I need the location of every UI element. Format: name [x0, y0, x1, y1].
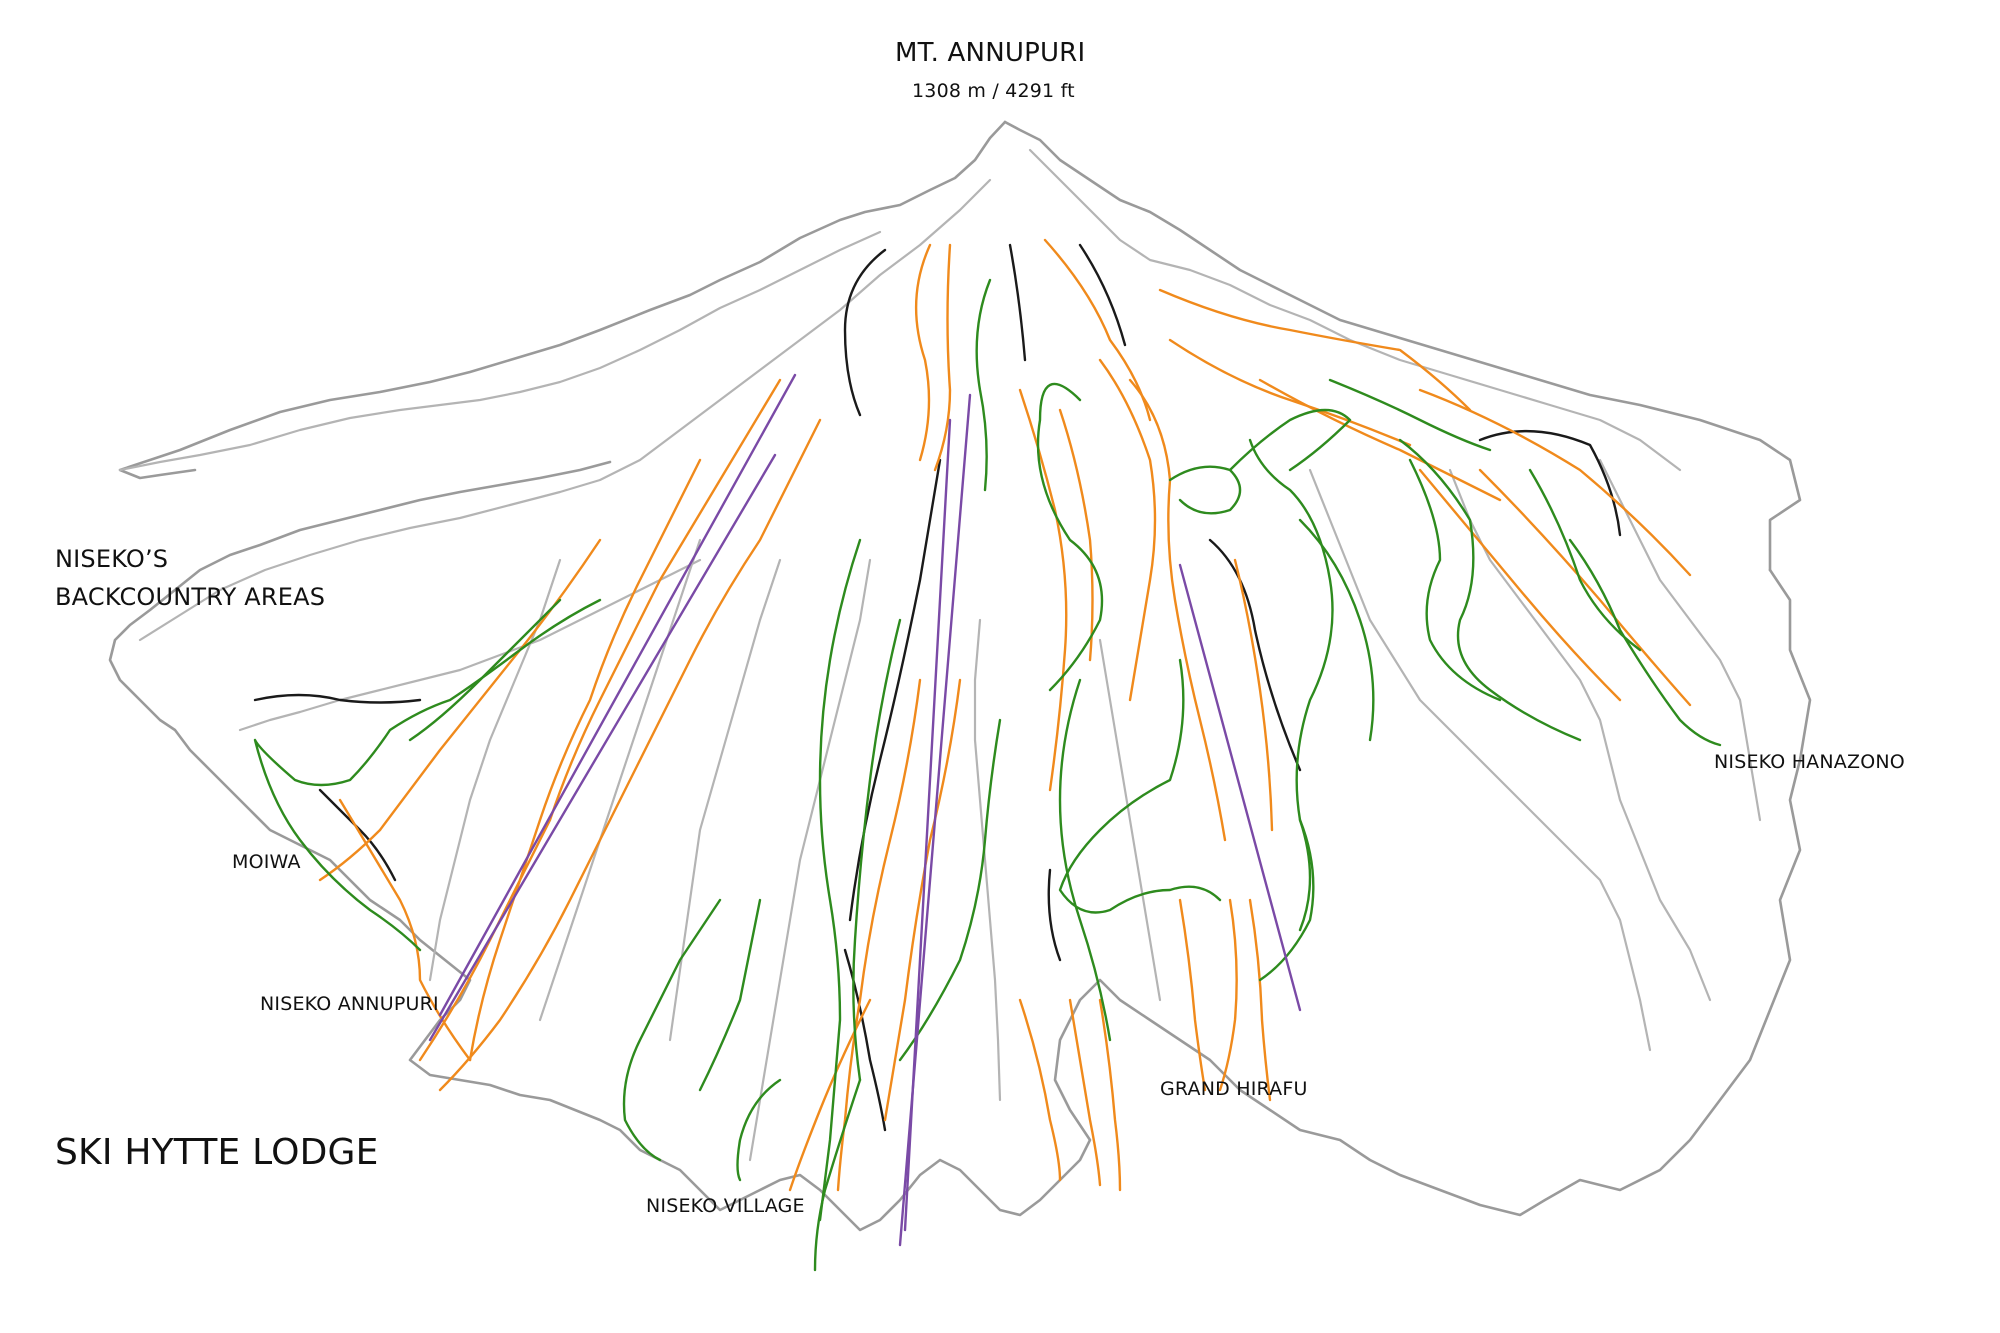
lodge-title: SKI HYTTE LODGE	[55, 1132, 379, 1173]
orange-runs	[318, 238, 1692, 1192]
green-runs	[253, 278, 1722, 1272]
summit-name: MT. ANNUPURI	[895, 38, 1086, 68]
black-runs	[253, 243, 1622, 1132]
backcountry-label: NISEKO’S BACKCOUNTRY AREAS	[55, 540, 325, 616]
backcountry-line-1: NISEKO’S	[55, 545, 169, 573]
area-label-hanazono: NISEKO HANAZONO	[1714, 751, 1905, 773]
area-label-annupuri: NISEKO ANNUPURI	[260, 993, 439, 1015]
area-label-hirafu: GRAND HIRAFU	[1160, 1078, 1308, 1100]
backcountry-line-2: BACKCOUNTRY AREAS	[55, 583, 326, 611]
lift-lines	[428, 373, 1302, 1247]
mountain-outline	[108, 120, 1812, 1232]
area-label-moiwa: MOIWA	[232, 851, 301, 873]
area-label-village: NISEKO VILLAGE	[646, 1195, 805, 1217]
summit-elevation: 1308 m / 4291 ft	[912, 80, 1075, 102]
